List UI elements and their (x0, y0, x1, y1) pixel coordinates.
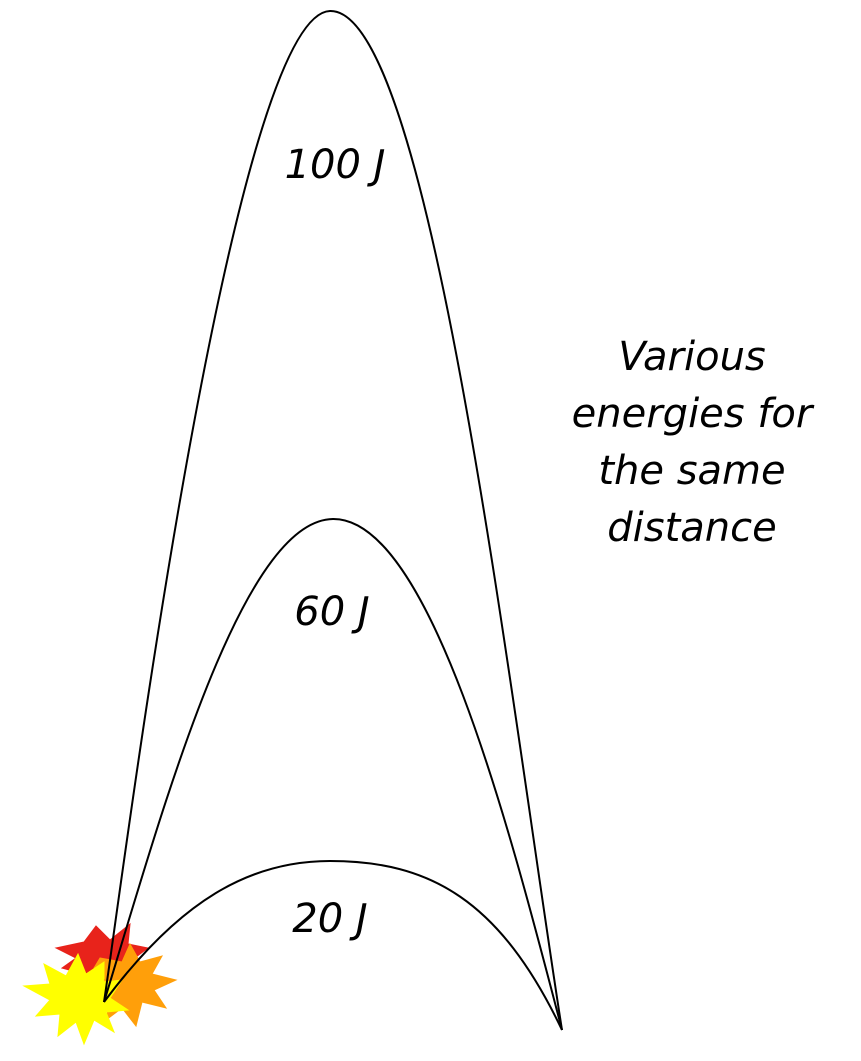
caption-line-4: distance (607, 505, 777, 551)
label-20j: 20 J (292, 896, 367, 942)
trajectory-60j (103, 517, 563, 1031)
caption-line-3: the same (598, 448, 785, 494)
caption: Various energies for the same distance (572, 334, 815, 551)
trajectory-20j (103, 859, 563, 1031)
trajectory-100j (103, 9, 563, 1031)
burst-inner (22, 952, 130, 1046)
explosion-burst-icon (22, 922, 178, 1046)
caption-line-1: Various (618, 334, 766, 380)
label-100j: 100 J (285, 142, 386, 188)
caption-line-2: energies for (572, 391, 815, 437)
label-60j: 60 J (294, 589, 369, 635)
